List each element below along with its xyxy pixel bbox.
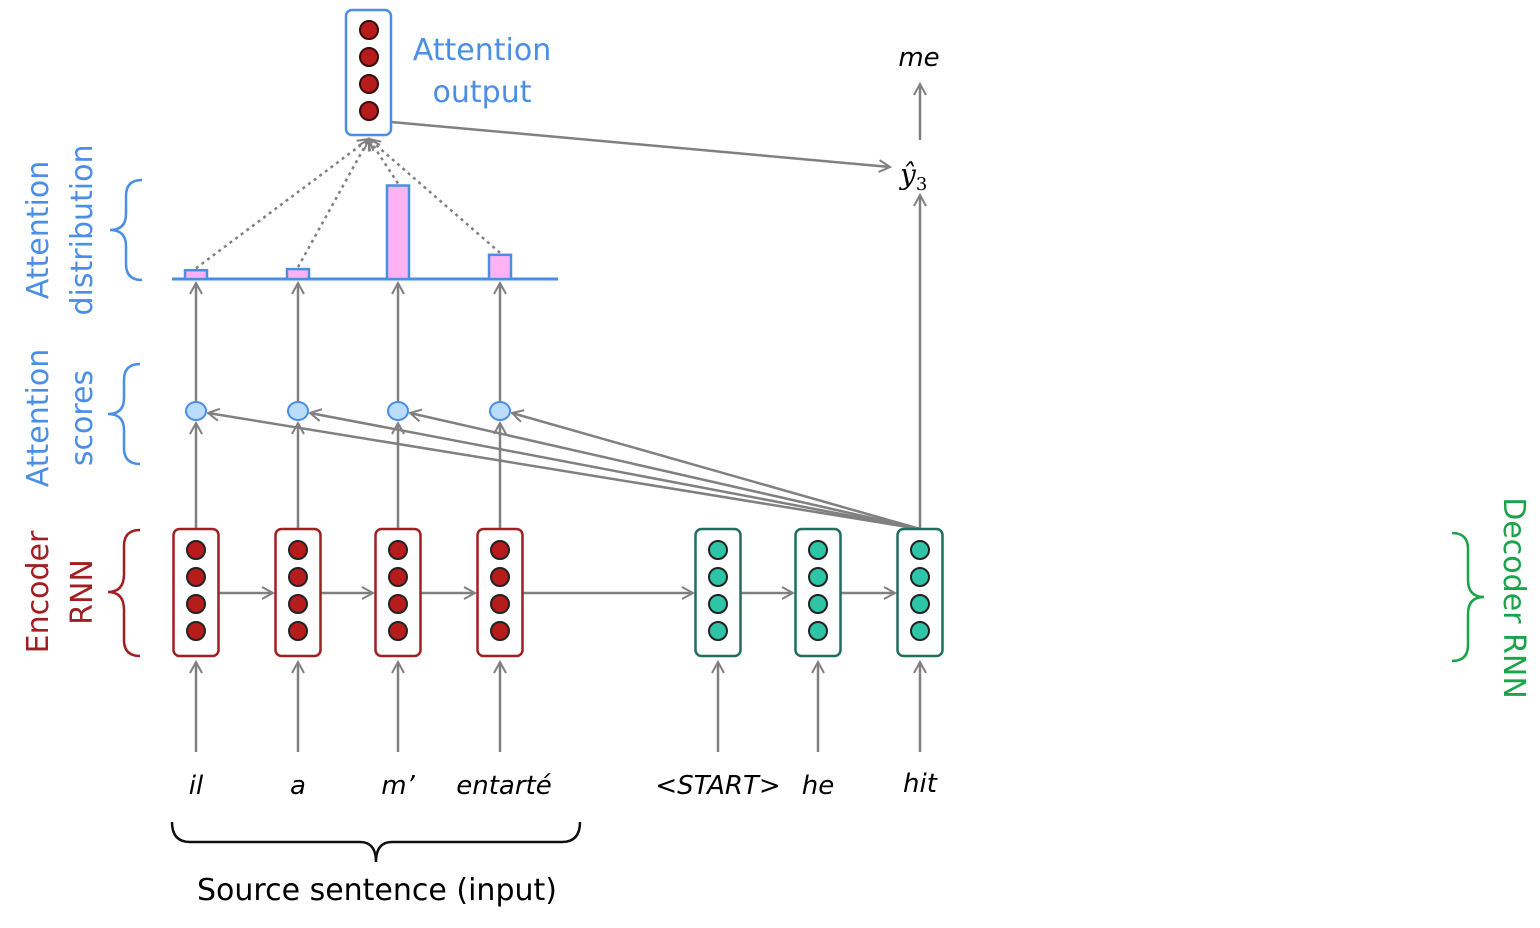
decoder-cell-dot: [910, 540, 930, 560]
decoder-cell-dot: [708, 567, 728, 587]
encoder-cell-dot: [388, 594, 408, 614]
decoder-cell-dot: [708, 621, 728, 641]
decoder-cell-dot: [910, 567, 930, 587]
input-words: il a m’ entarté <START> he hit: [189, 769, 938, 801]
decoder-word: he: [802, 771, 834, 801]
encoder-cell-dot: [388, 540, 408, 560]
source-sentence-label: Source sentence (input): [197, 873, 557, 908]
attention-distribution-brace: [109, 178, 143, 282]
score-circle-icon: [489, 401, 511, 421]
attention-output-dot: [359, 20, 379, 40]
decoder-cell: [896, 527, 944, 658]
decoder-cell-dot: [910, 621, 930, 641]
attention-bar: [487, 253, 513, 281]
output-word: me: [898, 43, 939, 73]
attention-weighted-sum-arrow: [369, 139, 501, 254]
attention-distribution-label-1: Attention: [21, 161, 56, 299]
encoder-cell-dot: [288, 567, 308, 587]
decoder-cell-dot: [910, 594, 930, 614]
decoder-cell-dot: [808, 567, 828, 587]
y-hat-char: ŷ: [898, 158, 917, 191]
encoder-label-1: Encoder: [21, 530, 56, 653]
attention-output-dot: [359, 101, 379, 121]
attention-output-label-2: output: [433, 75, 532, 110]
source-word: a: [290, 771, 306, 801]
attention-scores-label-1: Attention: [21, 349, 56, 487]
encoder-cell-dot: [288, 540, 308, 560]
encoder-cell: [172, 527, 220, 658]
attention-bars: [183, 184, 513, 281]
encoder-cell-dot: [186, 540, 206, 560]
y-hat-symbol: ŷ3: [898, 158, 927, 195]
score-circle-icon: [185, 401, 207, 421]
encoder-cell: [374, 527, 422, 658]
decoder-to-score-arrow: [208, 413, 921, 531]
attention-bar: [285, 267, 311, 281]
attention-output-label-1: Attention: [413, 33, 551, 68]
decoder-to-score-arrow: [410, 413, 921, 531]
attention-output-vector: [344, 8, 393, 137]
attention-score-nodes: [185, 401, 511, 421]
encoder-cell-dot: [388, 621, 408, 641]
source-sentence-brace: [170, 821, 582, 863]
source-word: m’: [381, 771, 415, 801]
encoder-cell-dot: [186, 567, 206, 587]
attention-weighted-sum-arrow: [195, 139, 369, 270]
attention-scores-brace: [107, 362, 141, 466]
source-word: entarté: [456, 771, 551, 801]
encoder-cell-dot: [490, 621, 510, 641]
attention-output-arrow: [390, 120, 890, 167]
encoder-cell-dot: [388, 567, 408, 587]
encoder-cell: [476, 527, 524, 658]
y-hat-subscript: 3: [916, 174, 927, 195]
encoder-cell: [274, 527, 322, 658]
decoder-word: <START>: [655, 771, 780, 801]
attention-distribution-label-2: distribution: [65, 145, 100, 316]
decoder-cell: [794, 527, 842, 658]
encoder-cell-dot: [186, 621, 206, 641]
decoder-cell-dot: [708, 540, 728, 560]
rnn-cells: [172, 527, 944, 658]
encoder-cell-dot: [490, 540, 510, 560]
decoder-cell: [694, 527, 742, 658]
encoder-cell-dot: [288, 621, 308, 641]
decoder-cell-dot: [708, 594, 728, 614]
attention-bar: [183, 268, 209, 281]
encoder-cell-dot: [288, 594, 308, 614]
attention-output-dot: [359, 74, 379, 94]
encoder-cell-dot: [186, 594, 206, 614]
decoder-word: hit: [903, 769, 938, 799]
encoder-label-2: RNN: [65, 559, 100, 625]
decoder-cell-dot: [808, 594, 828, 614]
attention-scores-label-2: scores: [65, 370, 100, 466]
decoder-cell-dot: [808, 540, 828, 560]
encoder-brace: [107, 528, 141, 658]
decoder-to-score-arrow: [512, 413, 921, 531]
decoder-brace: [1451, 531, 1485, 663]
encoder-cell-dot: [490, 567, 510, 587]
decoder-label: Decoder RNN: [1496, 497, 1531, 699]
score-circle-icon: [287, 401, 309, 421]
attention-output-dot: [359, 47, 379, 67]
source-word: il: [189, 771, 204, 801]
decoder-to-score-arrow: [310, 413, 921, 531]
attention-weighted-sum-arrow: [296, 139, 371, 268]
score-circle-icon: [387, 401, 409, 421]
attention-bar: [385, 184, 411, 281]
encoder-cell-dot: [490, 594, 510, 614]
decoder-cell-dot: [808, 621, 828, 641]
connections: [196, 84, 920, 752]
